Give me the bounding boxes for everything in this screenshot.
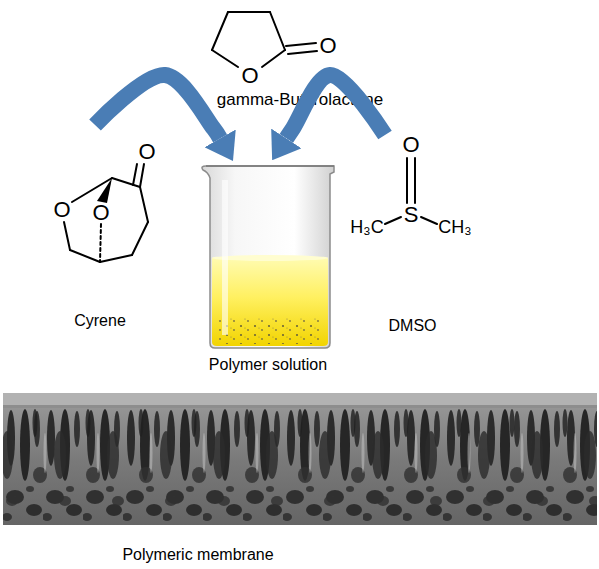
double-bond	[414, 158, 416, 203]
double-bond	[288, 51, 317, 54]
bond	[212, 50, 238, 67]
item-group: Polymer solution	[188, 160, 348, 382]
bond	[262, 50, 285, 67]
atom-symbol: H₃C	[350, 218, 383, 236]
sem-background	[3, 393, 597, 525]
finger-voids	[3, 393, 597, 525]
item-label: gamma-Butyrolactone	[180, 90, 420, 110]
bond	[270, 12, 285, 50]
flow-arrow	[286, 75, 385, 138]
beaker-rim	[206, 165, 334, 167]
beaker-glass	[202, 166, 334, 348]
bond	[140, 187, 148, 222]
beaker-illustration	[202, 166, 334, 348]
gbl-structure	[212, 12, 317, 67]
skin-edge	[3, 405, 597, 408]
bond	[70, 250, 100, 262]
atom-symbol: O	[402, 134, 419, 156]
atom-symbol: O	[92, 202, 109, 224]
double-bond	[133, 164, 137, 185]
double-bond	[406, 158, 408, 203]
item-group: Polymeric membrane	[3, 390, 597, 565]
bond	[112, 178, 140, 187]
finger-voids	[3, 393, 597, 525]
bond	[421, 217, 437, 224]
item-group: gamma-Butyrolactone	[180, 0, 420, 115]
atom-symbol: CH₃	[438, 218, 471, 236]
item-label: Cyrene	[45, 312, 155, 330]
cyrene-structure	[64, 164, 148, 262]
bond	[100, 255, 132, 262]
wedge-bond	[97, 178, 112, 203]
membrane-sem-image	[3, 393, 597, 525]
flow-arrow	[95, 75, 220, 138]
atom-symbol: S	[404, 204, 419, 226]
item-label: Polymeric membrane	[103, 546, 293, 564]
item-label: DMSO	[350, 317, 475, 335]
atom-symbol: O	[319, 35, 336, 57]
polymer-particles	[218, 318, 324, 344]
item-label: Polymer solution	[188, 356, 348, 374]
atom-symbol: O	[53, 199, 70, 221]
bond	[212, 12, 228, 50]
bond	[228, 11, 270, 13]
yellow-liquid	[212, 258, 328, 346]
bond	[132, 222, 148, 255]
atom-symbol: O	[241, 65, 258, 87]
atom-symbol: O	[138, 141, 155, 163]
double-bond	[140, 164, 144, 187]
skin-layer	[3, 393, 597, 407]
bond	[64, 222, 70, 250]
glass-highlight	[222, 180, 228, 335]
item-group: Cyrene	[45, 125, 155, 335]
liquid-surface	[212, 255, 328, 261]
bond	[385, 217, 401, 224]
double-bond	[286, 43, 316, 46]
hashed-bond	[100, 224, 101, 262]
bond	[72, 178, 112, 202]
item-group: DMSO	[350, 135, 475, 340]
